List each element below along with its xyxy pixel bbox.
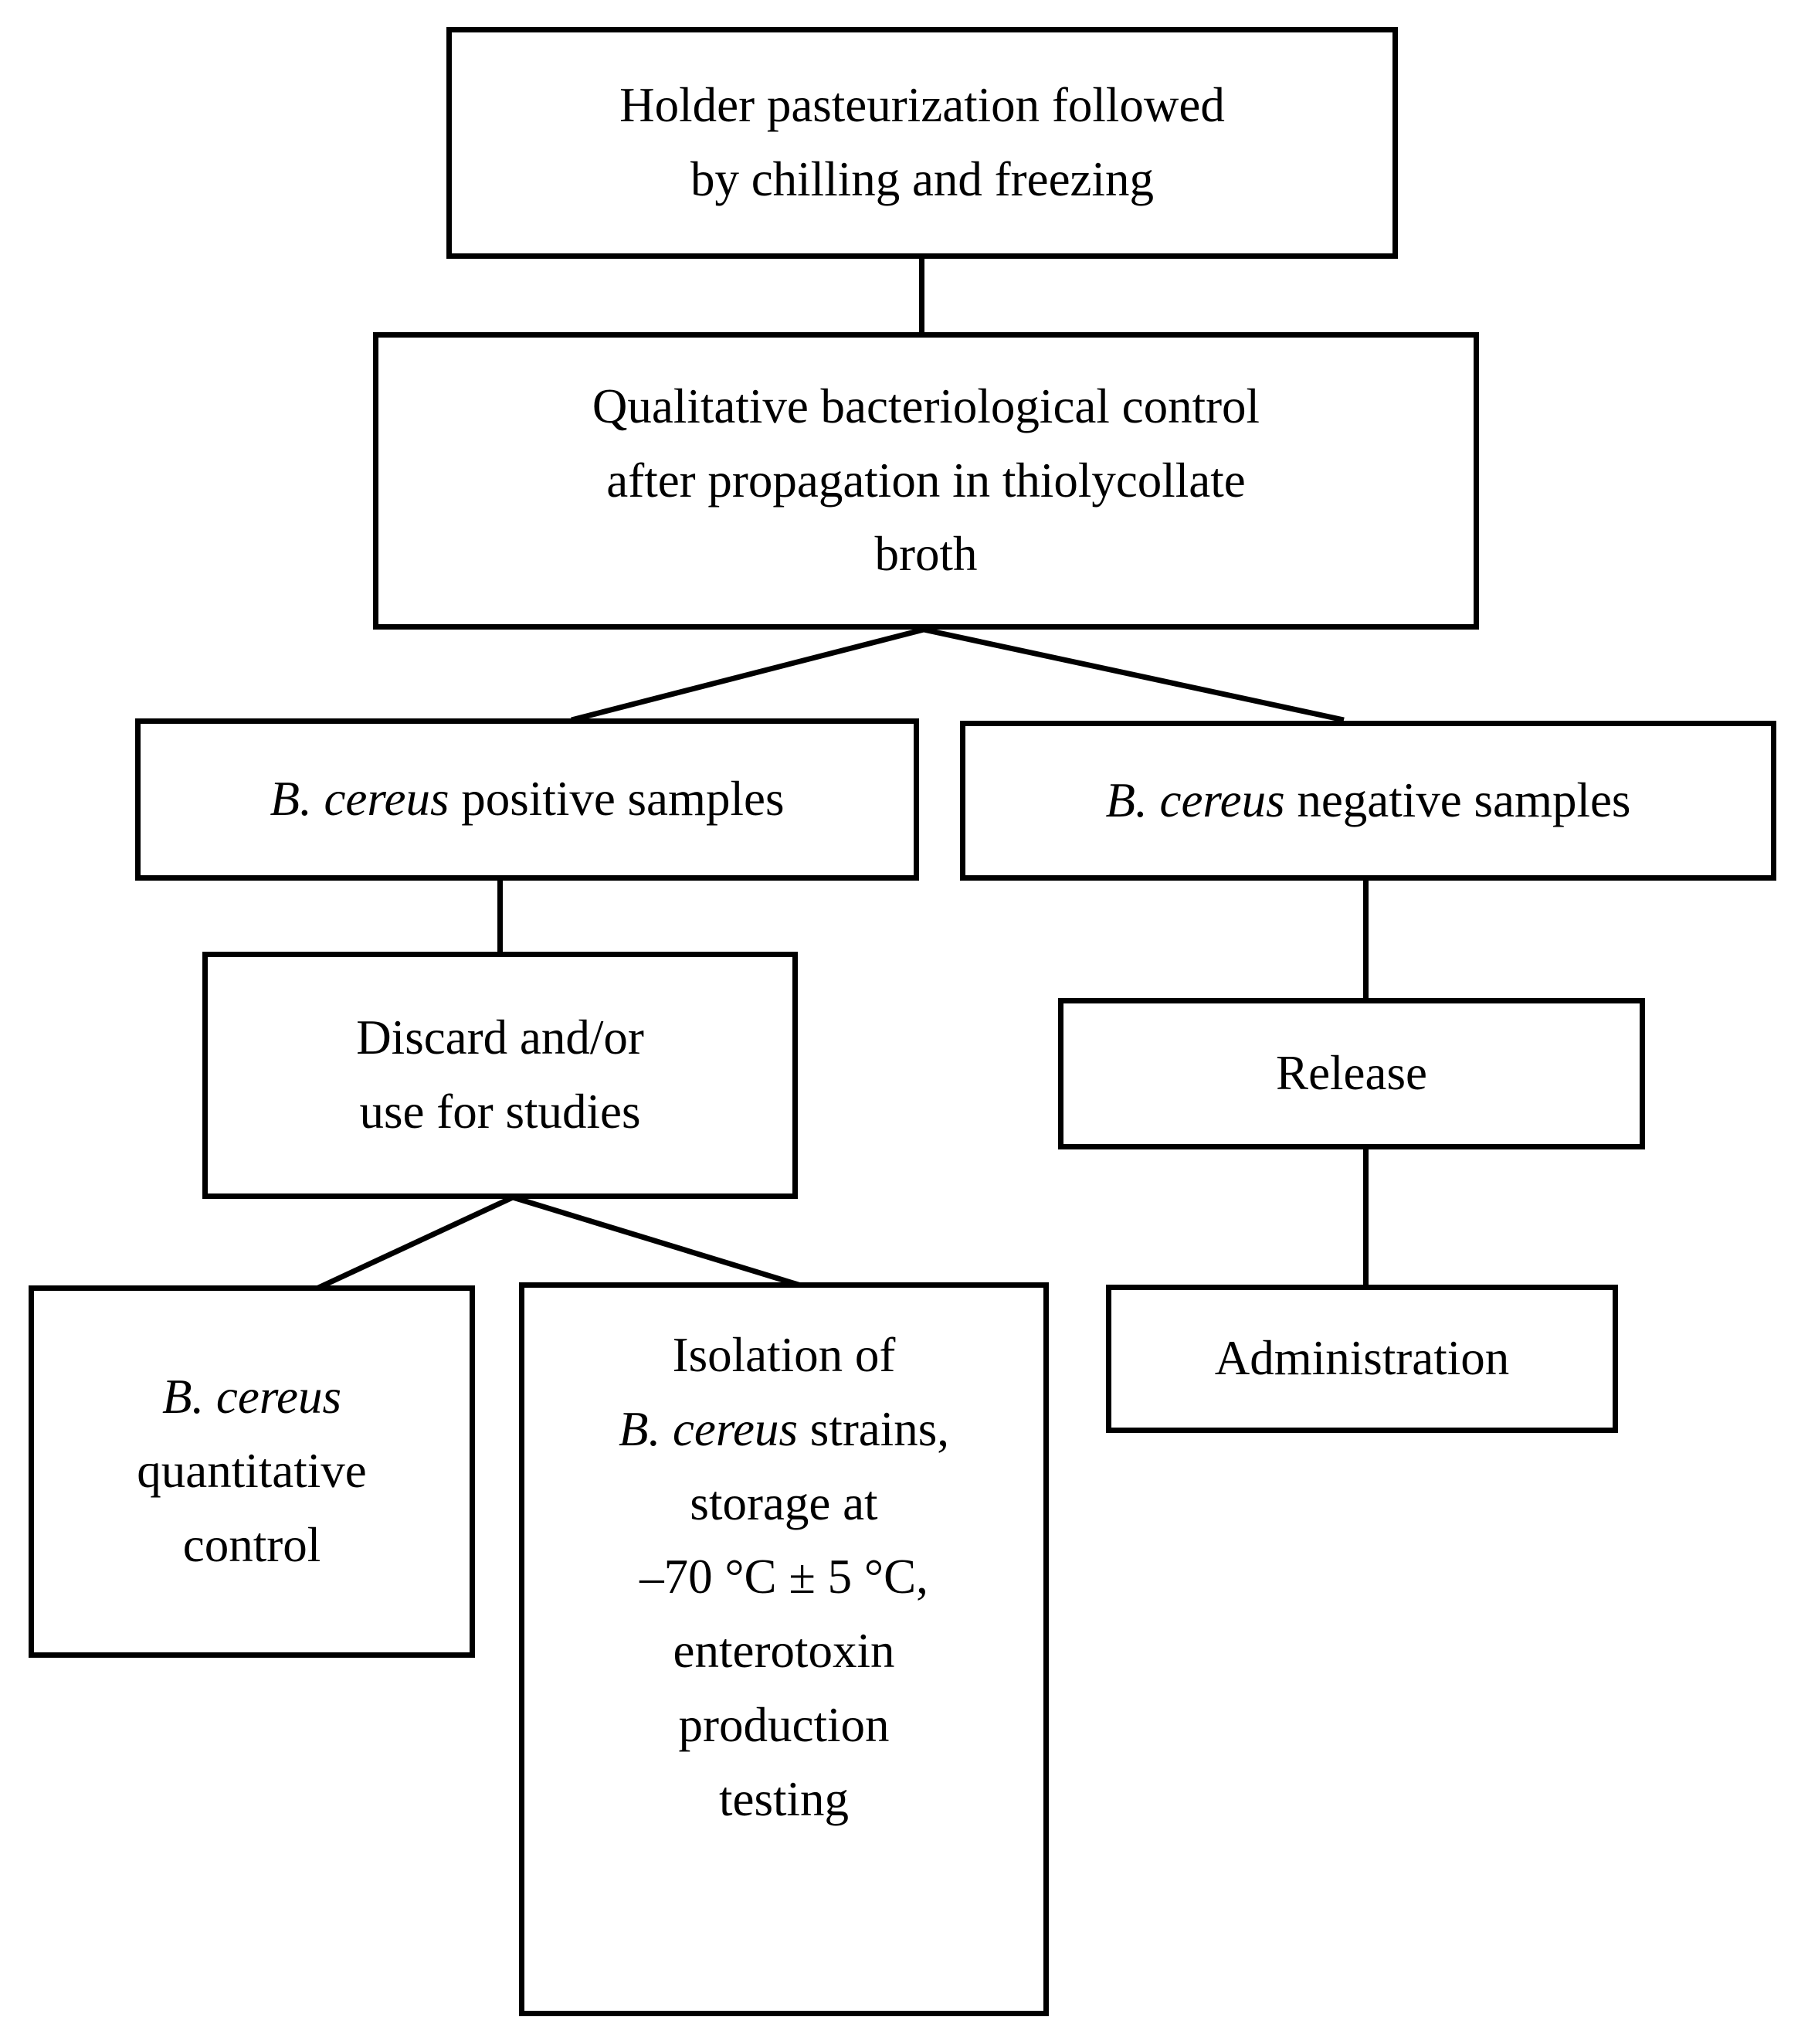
- edge-pasteurization-to-qualitative: [919, 255, 924, 336]
- node-discard-or-studies[interactable]: Discard and/or use for studies: [202, 952, 798, 1199]
- node-positive-samples[interactable]: B. cereus positive samples: [135, 718, 919, 881]
- node-pasteurization[interactable]: Holder pasteurization followed by chilli…: [446, 27, 1398, 259]
- node-quantitative-control[interactable]: B. cereus quantitative control: [29, 1285, 475, 1658]
- edge-positive-to-discard: [497, 879, 503, 955]
- node-release-label: Release: [1276, 1046, 1427, 1101]
- node-qualitative-control-label: Qualitative bacteriological control afte…: [592, 379, 1260, 582]
- node-negative-samples[interactable]: B. cereus negative samples: [960, 721, 1776, 881]
- node-quantitative-control-label: B. cereus quantitative control: [137, 1370, 367, 1572]
- edge-release-to-administration: [1363, 1148, 1369, 1287]
- node-administration[interactable]: Administration: [1106, 1285, 1618, 1433]
- node-isolation-storage[interactable]: Isolation of B. cereus strains, storage …: [519, 1282, 1049, 2016]
- node-positive-samples-label: B. cereus positive samples: [270, 772, 785, 827]
- node-discard-or-studies-label: Discard and/or use for studies: [356, 1010, 644, 1139]
- edge-negative-to-release: [1363, 879, 1369, 1001]
- node-release[interactable]: Release: [1058, 998, 1645, 1149]
- node-administration-label: Administration: [1214, 1331, 1510, 1386]
- node-qualitative-control[interactable]: Qualitative bacteriological control afte…: [373, 332, 1479, 630]
- node-isolation-storage-label: Isolation of B. cereus strains, storage …: [618, 1328, 950, 1826]
- node-pasteurization-label: Holder pasteurization followed by chilli…: [619, 78, 1225, 206]
- node-negative-samples-label: B. cereus negative samples: [1105, 772, 1631, 827]
